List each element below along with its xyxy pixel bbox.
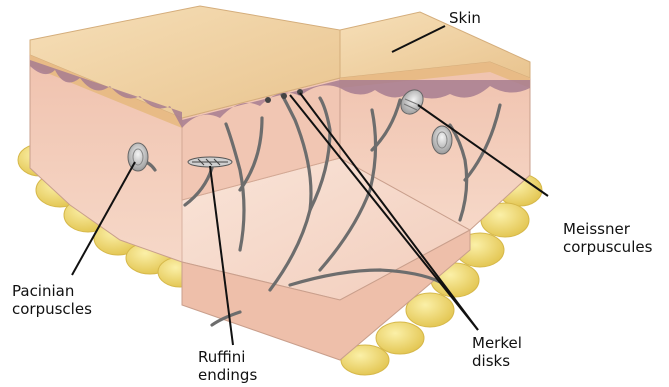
label-ruffini-line-2: endings xyxy=(198,366,257,384)
label-merkel-line-1: Merkel xyxy=(472,334,522,352)
label-meissner-line-2: corpuscules xyxy=(563,238,652,256)
ruffini-ending xyxy=(188,157,232,167)
label-ruffini-line-1: Ruffini xyxy=(198,348,257,366)
label-pacinian-line-1: Pacinian xyxy=(12,282,92,300)
label-meissner: Meissner corpuscules xyxy=(563,220,652,256)
label-merkel: Merkel disks xyxy=(472,334,522,370)
label-meissner-line-1: Meissner xyxy=(563,220,652,238)
label-skin: Skin xyxy=(449,9,481,27)
label-pacinian-line-2: corpuscles xyxy=(12,300,92,318)
label-ruffini: Ruffini endings xyxy=(198,348,257,384)
label-skin-text: Skin xyxy=(449,9,481,27)
label-pacinian: Pacinian corpuscles xyxy=(12,282,92,318)
pacinian-corpuscle xyxy=(128,143,148,171)
fat-lobule xyxy=(376,322,424,354)
label-merkel-line-2: disks xyxy=(472,352,522,370)
pacinian-corpuscle xyxy=(432,126,452,154)
